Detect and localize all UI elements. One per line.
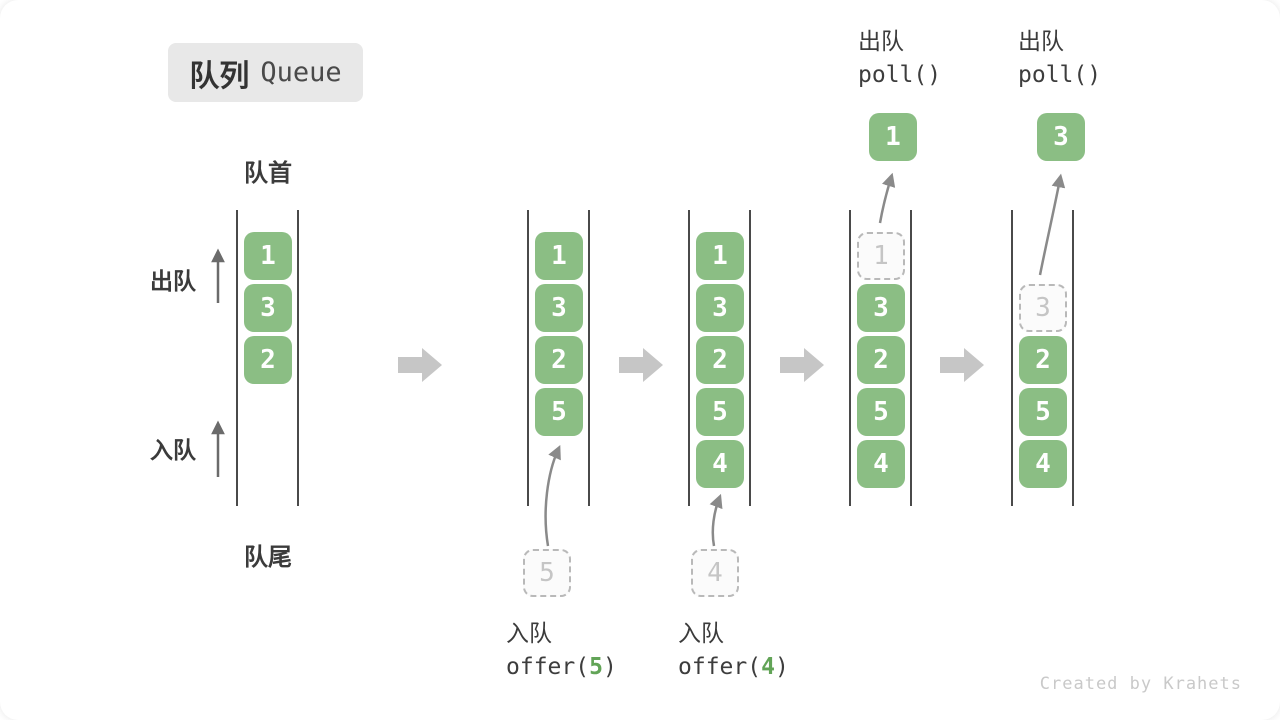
operation-code: offer(4) xyxy=(678,656,789,679)
code-suffix: ) xyxy=(774,654,789,680)
code-arg: 4 xyxy=(761,654,775,680)
queue-element: 3 xyxy=(857,284,905,332)
step-arrow-icon xyxy=(780,348,824,382)
step-arrow-icon xyxy=(398,348,442,382)
operation-code: poll() xyxy=(858,62,942,88)
code-prefix: offer( xyxy=(506,654,590,680)
title-en: Queue xyxy=(260,57,342,88)
queue-element: 1 xyxy=(696,232,744,280)
operation-label: 入队 xyxy=(506,620,552,646)
queue-element: 3 xyxy=(535,284,583,332)
queue-element: 2 xyxy=(857,336,905,384)
queue-element: 4 xyxy=(696,440,744,488)
label-queue-front: 队首 xyxy=(244,160,292,187)
queue-element: 5 xyxy=(1019,388,1067,436)
queue-element: 2 xyxy=(696,336,744,384)
queue-wall xyxy=(297,210,299,506)
removed-slot: 1 xyxy=(857,232,905,280)
operation-offer-5: 入队 offer(5) xyxy=(506,622,617,679)
code-prefix: offer( xyxy=(678,654,762,680)
queue-element: 2 xyxy=(1019,336,1067,384)
operation-code: offer(5) xyxy=(506,656,617,679)
queue-wall xyxy=(527,210,529,506)
queue-wall xyxy=(749,210,751,506)
title-badge: 队列 Queue xyxy=(168,43,363,102)
queue-element: 4 xyxy=(857,440,905,488)
credit-text: Created by Krahets xyxy=(1039,674,1242,694)
queue-wall xyxy=(1072,210,1074,506)
queue-element: 2 xyxy=(535,336,583,384)
dequeue-arrow-icon xyxy=(878,172,896,224)
queue-wall xyxy=(849,210,851,506)
incoming-element: 5 xyxy=(523,549,571,597)
operation-label: 入队 xyxy=(678,620,724,646)
label-queue-rear: 队尾 xyxy=(244,544,292,571)
popped-element: 1 xyxy=(869,113,917,161)
queue-element: 5 xyxy=(696,388,744,436)
queue-element: 1 xyxy=(535,232,583,280)
operation-poll-second: 出队 poll() xyxy=(1018,30,1101,87)
label-enqueue: 入队 xyxy=(150,437,196,463)
queue-element: 3 xyxy=(244,284,292,332)
operation-code: poll() xyxy=(1018,62,1102,88)
enqueue-arrow-icon xyxy=(709,493,723,547)
queue-element: 3 xyxy=(696,284,744,332)
queue-wall xyxy=(588,210,590,506)
queue-element: 5 xyxy=(535,388,583,436)
queue-element: 2 xyxy=(244,336,292,384)
queue-element: 1 xyxy=(244,232,292,280)
incoming-element: 4 xyxy=(691,549,739,597)
queue-wall xyxy=(688,210,690,506)
dequeue-arrow-icon xyxy=(1038,173,1066,276)
queue-wall xyxy=(910,210,912,506)
popped-element: 3 xyxy=(1037,113,1085,161)
code-arg: 5 xyxy=(589,654,603,680)
title-zh: 队列 xyxy=(189,59,250,93)
operation-label: 出队 xyxy=(1018,28,1064,54)
label-dequeue: 出队 xyxy=(150,268,196,294)
step-arrow-icon xyxy=(940,348,984,382)
queue-wall xyxy=(1011,210,1013,506)
operation-poll-first: 出队 poll() xyxy=(858,30,941,87)
code-suffix: ) xyxy=(602,654,617,680)
queue-element: 5 xyxy=(857,388,905,436)
queue-element: 4 xyxy=(1019,440,1067,488)
operation-label: 出队 xyxy=(858,28,904,54)
operation-offer-4: 入队 offer(4) xyxy=(678,622,789,679)
queue-wall xyxy=(236,210,238,506)
step-arrow-icon xyxy=(619,348,663,382)
removed-slot: 3 xyxy=(1019,284,1067,332)
enqueue-arrow-icon xyxy=(544,444,561,547)
